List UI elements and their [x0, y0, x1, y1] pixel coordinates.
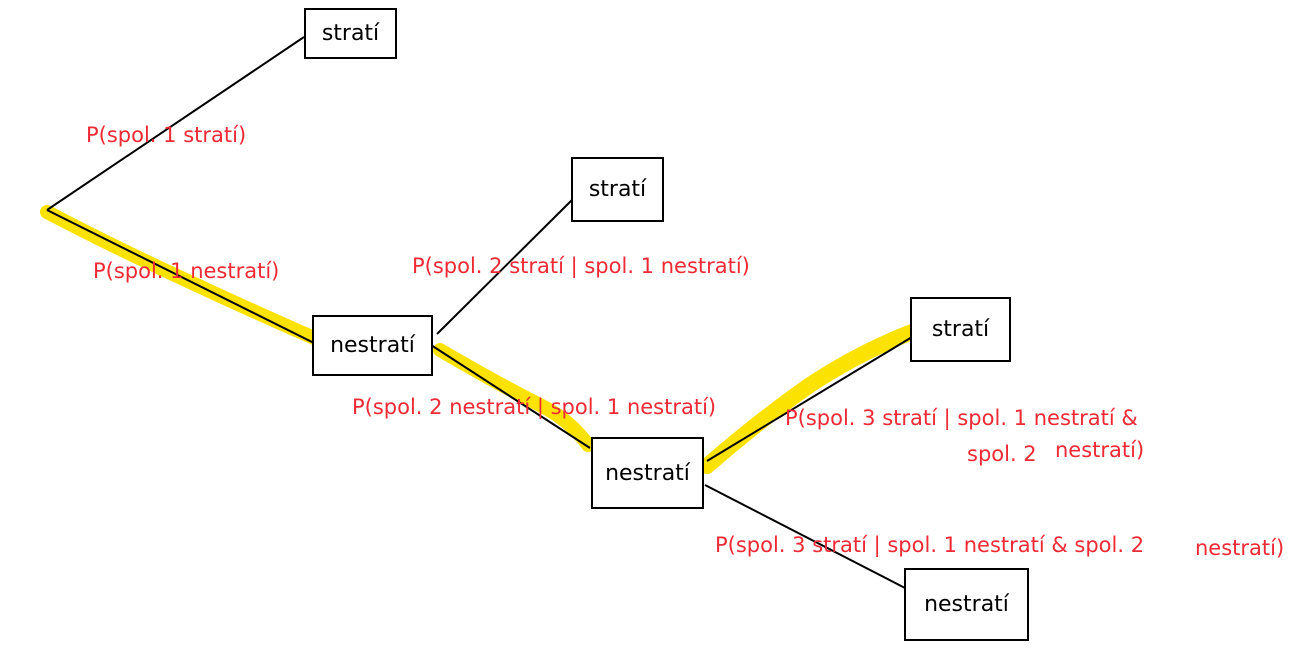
edge-label-p2-nestrati: P(spol. 2 nestratí | spol. 1 nestratí): [352, 395, 717, 419]
edge-label-p3-nestrati-a: P(spol. 3 stratí | spol. 1 nestratí & sp…: [715, 533, 1145, 557]
highlight-n2-to-s3: [699, 324, 920, 474]
edge-label-p3-strati-line2b: nestratí): [1055, 438, 1145, 462]
edge-n2-to-s3: [706, 336, 913, 462]
edge-root-to-n1: [46, 209, 315, 344]
edge-label-p1-nestrati: P(spol. 1 nestratí): [93, 259, 280, 283]
edge-label-p3-strati-line1: P(spol. 3 stratí | spol. 1 nestratí &: [785, 406, 1138, 430]
highlight-n1-to-n2: [433, 343, 595, 452]
edge-label-p2-strati: P(spol. 2 stratí | spol. 1 nestratí): [412, 254, 750, 278]
edge-root-to-s1: [46, 36, 305, 211]
edge-n1-to-s2: [436, 196, 576, 335]
node-n3: nestratí: [904, 568, 1029, 641]
node-s3: stratí: [910, 297, 1011, 362]
edge-n1-to-n2: [430, 344, 591, 449]
edge-label-p3-nestrati-b: nestratí): [1195, 536, 1285, 560]
edge-label-p1-strati: P(spol. 1 stratí): [86, 123, 247, 147]
node-n1: nestratí: [312, 315, 433, 376]
node-s1: stratí: [304, 8, 397, 59]
edge-label-p3-strati-line2a: spol. 2: [967, 442, 1037, 466]
edge-n2-to-n3: [704, 484, 906, 589]
node-s2: stratí: [571, 157, 664, 222]
node-n2: nestratí: [591, 437, 704, 509]
